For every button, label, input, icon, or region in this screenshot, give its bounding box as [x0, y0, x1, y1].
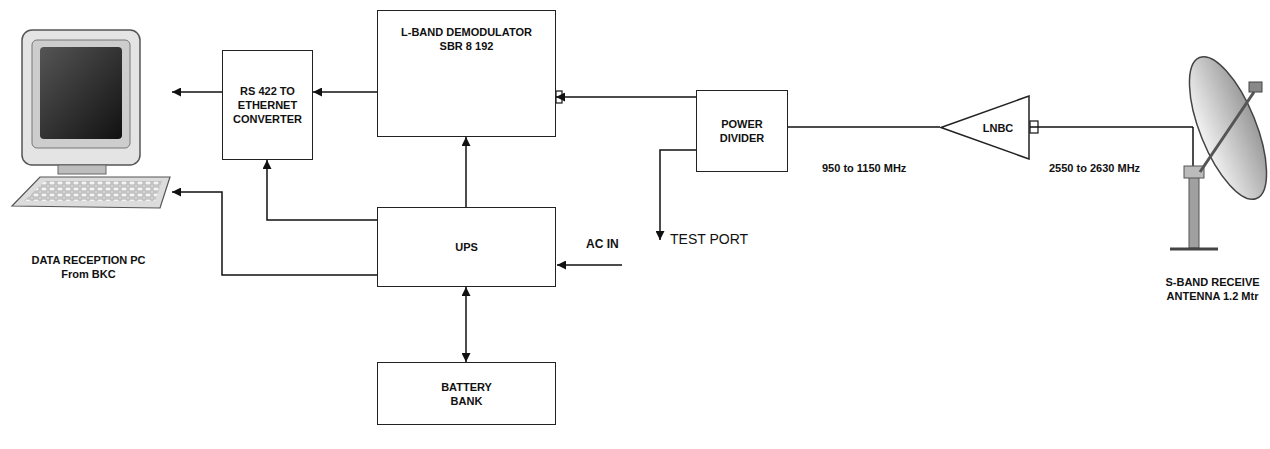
- signal-connector: [788, 126, 940, 128]
- demodulator-box: L-BAND DEMODULATOR SBR 8 192: [377, 10, 556, 137]
- signal-connector: [267, 160, 377, 220]
- antenna-icon: S-BAND RECEIVE ANTENNA 1.2 Mtr: [1160, 55, 1265, 305]
- antenna-dish: [1174, 47, 1270, 209]
- computer-icon: [12, 30, 170, 208]
- battery-box: BATTERY BANK: [377, 362, 556, 425]
- lnbc-amplifier: LNBC: [940, 95, 1030, 160]
- power-divider-box: POWER DIVIDER: [696, 90, 788, 172]
- ups-box: UPS: [377, 207, 556, 287]
- monitor-stand: [58, 165, 106, 174]
- antenna-feed-cable: [1160, 126, 1193, 128]
- power-input-label: AC IN: [584, 236, 621, 252]
- monitor-bezel: [32, 40, 130, 148]
- signal-connector: [465, 287, 467, 362]
- amplifier-triangle: [941, 96, 1029, 159]
- node-label: LNBC: [983, 121, 1014, 135]
- converter-box: RS 422 TO ETHERNET CONVERTER: [222, 50, 313, 160]
- antenna-icon: [1160, 47, 1270, 249]
- monitor-screen: [40, 47, 122, 139]
- frequency-label: 2550 to 2630 MHz: [1047, 161, 1142, 175]
- port-label: TEST PORT: [668, 230, 750, 248]
- antenna-arm: [1200, 92, 1254, 172]
- computer-icon: DATA RECEPTION PC From BKC: [5, 28, 172, 283]
- antenna-base: [1170, 248, 1218, 251]
- frequency-label: 950 to 1150 MHz: [820, 161, 908, 175]
- signal-connector: [313, 91, 377, 93]
- monitor-case: [22, 30, 140, 165]
- antenna-feed-horn: [1249, 82, 1262, 92]
- signal-connector: [172, 91, 222, 93]
- signal-connector: [465, 137, 467, 207]
- node-label: S-BAND RECEIVE ANTENNA 1.2 Mtr: [1162, 275, 1263, 303]
- keyboard-keys: [24, 181, 162, 201]
- test-port-arrow: [660, 150, 696, 240]
- antenna-mast: [1189, 176, 1199, 248]
- node-label: BATTERY BANK: [436, 380, 498, 408]
- antenna-feed-cable: [1192, 127, 1194, 168]
- signal-connector: [1030, 126, 1160, 128]
- node-label: L-BAND DEMODULATOR SBR 8 192: [394, 25, 539, 53]
- ac-input-arrow: [557, 264, 622, 266]
- node-label: RS 422 TO ETHERNET CONVERTER: [229, 84, 306, 126]
- signal-connector: [556, 96, 696, 98]
- node-label: POWER DIVIDER: [703, 117, 781, 145]
- signal-connector: [172, 192, 377, 275]
- node-label: UPS: [455, 240, 478, 254]
- keyboard: [12, 177, 170, 208]
- node-label: DATA RECEPTION PC From BKC: [25, 253, 152, 281]
